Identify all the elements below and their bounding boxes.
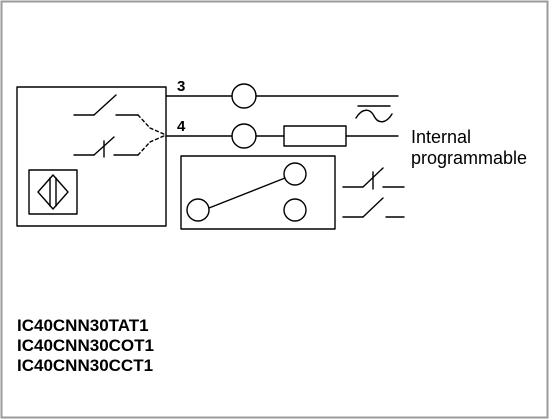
terminal-3-circle bbox=[231, 83, 257, 109]
programmable-switch bbox=[186, 162, 307, 222]
model-number: IC40CNN30CCT1 bbox=[17, 356, 153, 375]
nc-contact-icon bbox=[342, 167, 405, 190]
sensor-box bbox=[16, 86, 167, 227]
programmable-box bbox=[180, 155, 336, 230]
terminal-4-circle bbox=[231, 123, 257, 149]
note-line-1: Internal bbox=[411, 127, 471, 147]
terminal-4-line bbox=[165, 123, 399, 149]
load-resistor bbox=[283, 125, 347, 147]
no-contact-icon bbox=[342, 197, 405, 218]
output-switch-top bbox=[73, 94, 151, 129]
output-switch-bottom bbox=[73, 127, 167, 158]
sensor-icon bbox=[28, 169, 78, 215]
note-line-2: programmable bbox=[411, 148, 527, 168]
model-number: IC40CNN30COT1 bbox=[17, 336, 154, 355]
ac-dc-supply-icon bbox=[355, 105, 393, 123]
terminal-3-line bbox=[165, 83, 399, 109]
pin-4-label: 4 bbox=[177, 118, 186, 135]
model-number: IC40CNN30TAT1 bbox=[17, 316, 149, 335]
pin-3-label: 3 bbox=[177, 78, 185, 95]
